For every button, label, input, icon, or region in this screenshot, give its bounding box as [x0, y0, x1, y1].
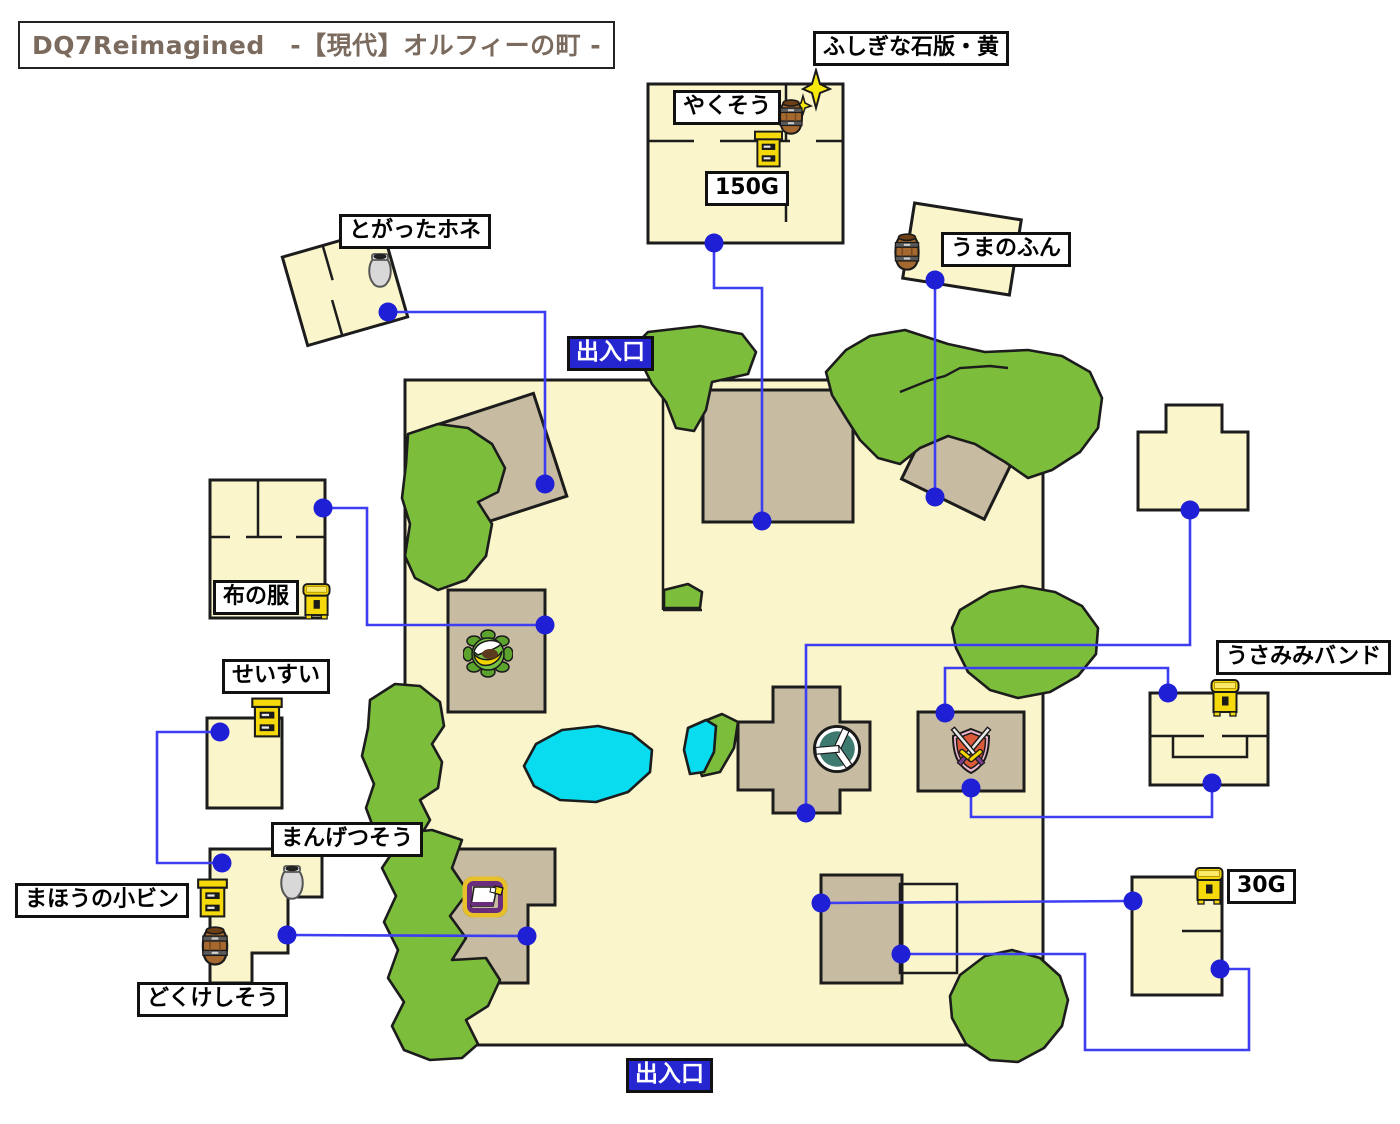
location-dot — [961, 778, 981, 798]
church-emblem-icon — [812, 724, 862, 774]
connector-usamimi-top — [943, 666, 1170, 713]
location-dot — [378, 302, 398, 322]
location-dot — [752, 511, 772, 531]
location-dot — [811, 893, 831, 913]
bush-wall-end — [662, 582, 704, 610]
town-building-bottom-right — [819, 873, 959, 985]
town-inner-walls — [661, 380, 702, 612]
connector-togatta-hone — [388, 310, 547, 484]
connector-top-right-house — [804, 510, 1192, 813]
barrel-icon — [779, 99, 803, 135]
location-dot — [704, 233, 724, 253]
pot-icon — [280, 864, 304, 900]
treasure-chest-icon — [302, 583, 331, 620]
label-mahou-no-kobin: まほうの小ビン — [15, 883, 190, 919]
connector-30g-right — [901, 952, 1251, 1052]
label-togatta-hone: とがったホネ — [339, 214, 492, 250]
dresser-icon — [197, 878, 228, 918]
dresser-icon — [754, 130, 783, 168]
bed-icon — [464, 878, 507, 917]
pond-main — [522, 724, 654, 804]
entrance-badge-bottom: 出入口 — [626, 1058, 713, 1094]
label-nuno-no-fuku: 布の服 — [213, 580, 300, 616]
connector-usamimi-bottom — [969, 783, 1214, 819]
vegetation-bushes — [360, 324, 1104, 1064]
location-dot — [1158, 683, 1178, 703]
label-umanofun: うまのふん — [941, 232, 1072, 268]
connector-seisui — [155, 730, 222, 865]
location-dot — [210, 722, 230, 742]
building-top-right-house — [1136, 403, 1250, 512]
nest-icon — [463, 629, 513, 678]
bush-left-in-town — [400, 422, 507, 592]
location-dot — [1210, 959, 1230, 979]
barrel-icon — [894, 233, 920, 271]
connector-lines — [155, 243, 1251, 1052]
label-stone-tablet: ふしぎな石版・黄 — [813, 31, 1010, 67]
location-dot — [1180, 500, 1200, 520]
location-dot — [1202, 773, 1222, 793]
location-dot — [935, 703, 955, 723]
bush-left-edge — [360, 682, 446, 847]
label-dokukeshisou: どくけしそう — [137, 982, 289, 1018]
location-dot — [313, 498, 333, 518]
location-dot — [535, 615, 555, 635]
location-dot — [535, 474, 555, 494]
location-dot — [277, 925, 297, 945]
town-building-large-central — [701, 388, 855, 524]
bush-crease-line — [899, 364, 1009, 394]
label-seisui: せいすい — [222, 659, 331, 695]
location-dot — [796, 803, 816, 823]
location-dot — [925, 270, 945, 290]
label-mangetsusou: まんげつそう — [271, 822, 424, 858]
connector-yakusou — [712, 243, 764, 521]
treasure-chest-icon — [1210, 679, 1240, 717]
page-title: DQ7Reimagined -【現代】オルフィーの町 - — [18, 21, 616, 69]
connector-inn — [286, 933, 528, 938]
pond-small — [682, 718, 718, 776]
bush-bottom-left-strip — [380, 828, 502, 1062]
location-dots — [210, 233, 1230, 979]
connector-30g-left — [820, 899, 1134, 905]
dresser-icon — [251, 697, 283, 738]
location-dot — [517, 926, 537, 946]
location-dot — [212, 853, 232, 873]
pond — [522, 718, 718, 804]
bush-bottom-right — [948, 948, 1070, 1064]
pot-icon — [368, 252, 392, 288]
treasure-chest-icon — [1194, 867, 1224, 905]
connector-nuno-no-fuku — [323, 506, 545, 627]
location-dot — [891, 944, 911, 964]
bush-top-right-large — [824, 328, 1104, 480]
label-30g: 30G — [1227, 869, 1296, 905]
bush-right-center — [950, 584, 1100, 700]
building-usamimi-band-house — [1148, 691, 1270, 787]
label-usamimi-band: うさみみバンド — [1216, 640, 1392, 676]
location-dot — [925, 487, 945, 507]
entrance-badge-top: 出入口 — [567, 336, 654, 372]
location-dot — [1123, 891, 1143, 911]
label-yakusou: やくそう — [673, 90, 782, 126]
label-150g: 150G — [705, 171, 789, 207]
barrel-icon — [201, 926, 229, 966]
